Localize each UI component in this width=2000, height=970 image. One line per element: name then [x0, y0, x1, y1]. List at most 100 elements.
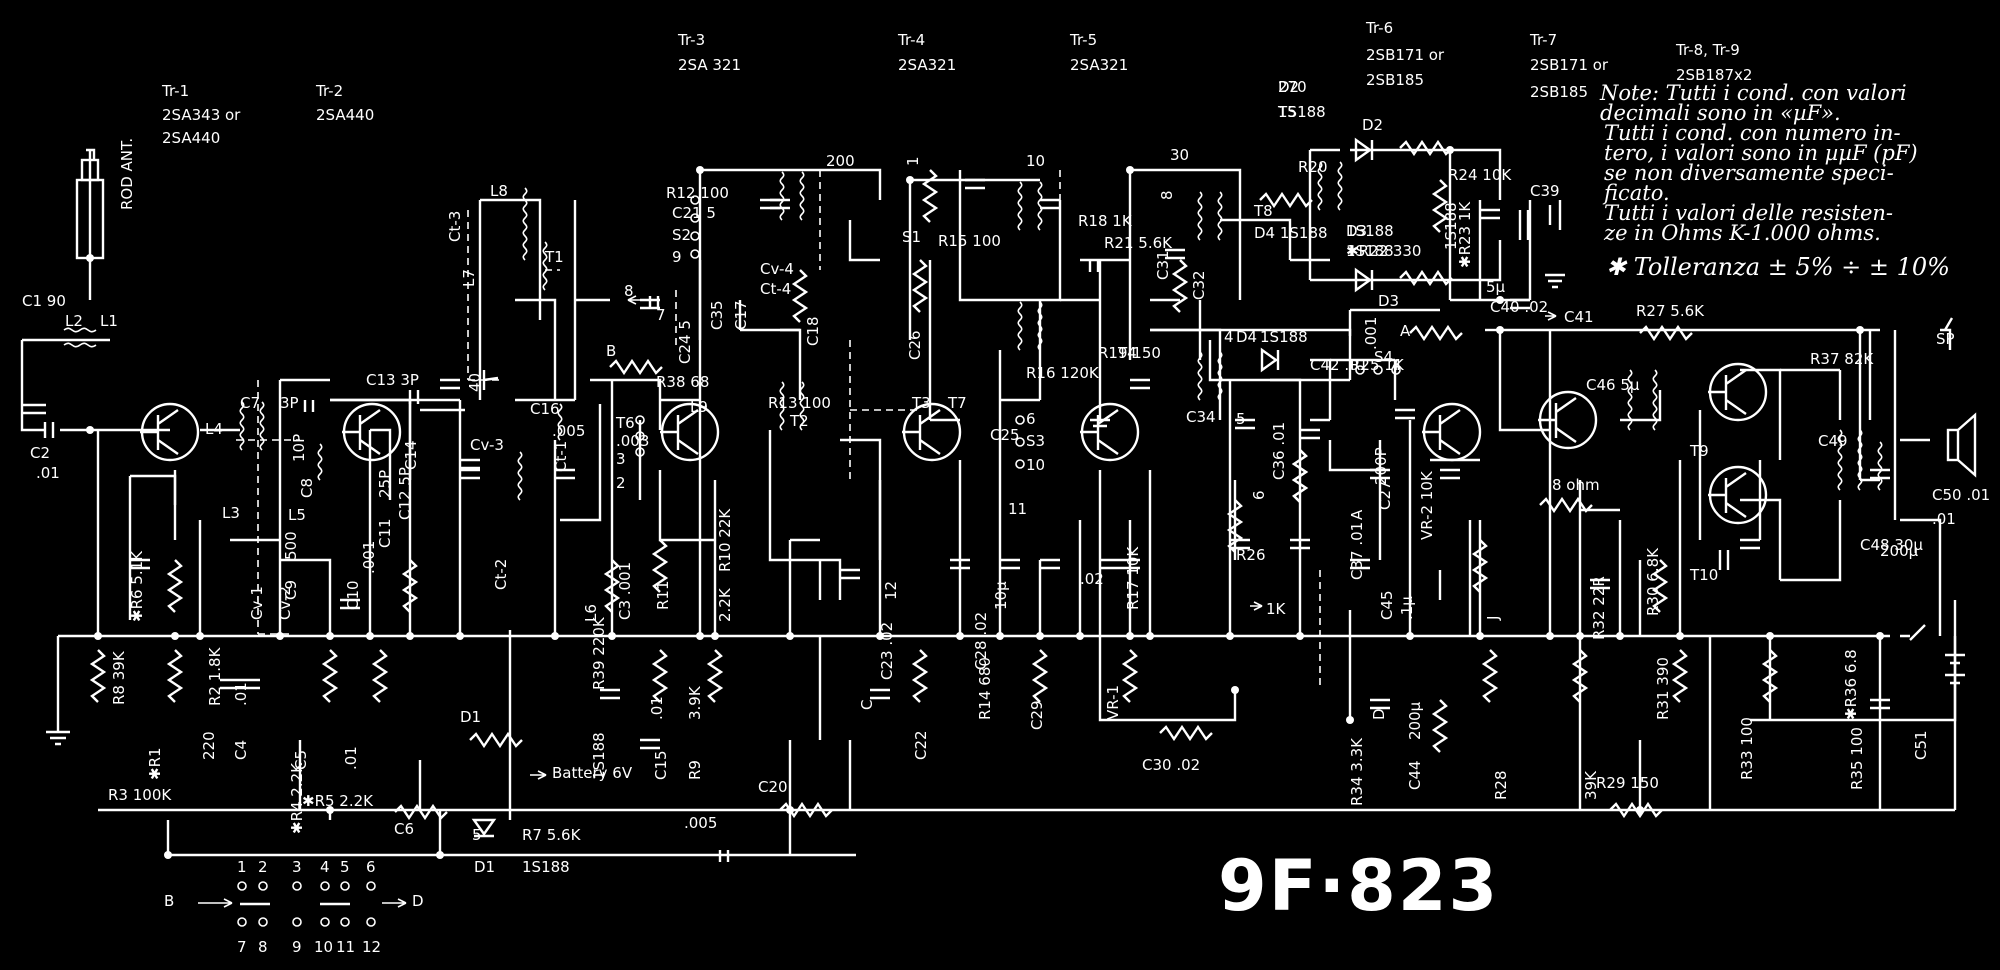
component-label: 3: [616, 450, 626, 468]
component-label: ✱R6 5.1K: [128, 550, 146, 622]
diode-name: D2: [1278, 78, 1299, 96]
diode-type: 1S188: [1278, 103, 1326, 121]
component-label: Cv-2: [276, 586, 294, 620]
component-label: C45: [1378, 590, 1396, 620]
component-label: ✱R4 2.2K: [288, 762, 306, 834]
transistor-name: Tr-2: [315, 82, 343, 100]
component-label: Ct-4: [760, 280, 791, 298]
component-label: 1S188: [1346, 222, 1394, 240]
component-label: T10: [1689, 566, 1718, 584]
component-label: 30: [1170, 146, 1189, 164]
note-line: ze in Ohms K-1.000 ohms.: [1603, 221, 1881, 245]
component-label: 25P: [376, 470, 394, 498]
junction-dots: [86, 146, 1884, 859]
wiring: [20, 148, 1957, 857]
component-label: C14: [402, 440, 420, 470]
transistor-name: Tr-7: [1529, 31, 1557, 49]
component-label: R13 100: [768, 394, 831, 412]
transistor-type: 2SB185: [1530, 83, 1588, 101]
switch-number: 4: [320, 858, 330, 876]
component-label: L2: [65, 312, 83, 330]
component-label: C20: [758, 778, 788, 796]
component-label: 10P: [290, 434, 308, 462]
component-label: R12 100: [666, 184, 729, 202]
transistor-name: Tr-8, Tr-9: [1675, 41, 1740, 59]
component-label: R17 10K: [1124, 546, 1142, 610]
component-label: D3: [1378, 292, 1399, 310]
diode-type: 1S188: [1260, 328, 1308, 346]
transistor-type: 2SA321: [1070, 56, 1128, 74]
component-label: T8: [1253, 202, 1273, 220]
component-label: C37 .01: [1348, 522, 1366, 580]
resistors: [89, 139, 1779, 821]
component-label: Ct-1: [552, 441, 570, 472]
component-label: VR-2 10K: [1418, 470, 1436, 540]
component-label: T9: [1689, 442, 1709, 460]
component-label: R2 1.8K: [206, 646, 224, 706]
component-label: T5: [1277, 103, 1297, 121]
component-label: 5: [1236, 410, 1246, 428]
component-label: C6: [394, 820, 414, 838]
component-label: .1µ: [1398, 596, 1416, 620]
component-label: C17: [732, 300, 750, 330]
component-label: R34 3.3K: [1348, 737, 1366, 806]
component-label: T1: [544, 248, 564, 266]
component-label: ROD ANT.: [118, 138, 136, 210]
component-label: C23 .02: [878, 622, 896, 680]
component-label: C50 .01: [1932, 486, 1990, 504]
component-label: 3P: [280, 394, 299, 412]
model-title: 9F·823: [1218, 845, 1499, 927]
component-label: R20: [1298, 158, 1328, 176]
component-label: Cv-1: [248, 586, 266, 620]
component-label: C3 .001: [616, 562, 634, 620]
component-label: L5: [288, 506, 306, 524]
component-label: 5: [472, 826, 482, 844]
switch-number: 11: [336, 938, 355, 956]
component-label: D4 1S188: [1254, 224, 1328, 242]
component-label: C4: [232, 740, 250, 760]
component-label: C40 .02: [1490, 298, 1548, 316]
note-line: se non diversamente speci-: [1604, 161, 1894, 185]
note-line: Note: Tutti i cond. con valori: [1599, 81, 1907, 105]
component-label: L3: [222, 504, 240, 522]
transistors: [140, 362, 1768, 525]
component-label: ✱R23 1K: [1456, 201, 1474, 268]
component-label: C15: [652, 750, 670, 780]
component-label: C34: [1186, 408, 1216, 426]
component-label: C49: [1818, 432, 1848, 450]
component-label: B: [606, 342, 616, 360]
diode-type: 1S188: [522, 858, 570, 876]
component-label: C: [858, 700, 876, 710]
component-label: .01: [232, 682, 250, 706]
component-label: L4: [205, 420, 223, 438]
component-label: ✱R1: [146, 747, 164, 780]
transistor-type: 2SA440: [162, 129, 220, 147]
band-arrows: [198, 295, 1557, 908]
component-label: T4: [1117, 344, 1137, 362]
component-label: D2: [1362, 116, 1383, 134]
component-label: C7: [240, 394, 260, 412]
component-label: SP: [1936, 330, 1955, 348]
component-label: VR-1: [1104, 685, 1122, 720]
component-label: C51: [1912, 730, 1930, 760]
component-label: .005: [552, 422, 585, 440]
note-line: Tutti i valori delle resisten-: [1604, 201, 1893, 225]
switch-number: 2: [258, 858, 268, 876]
component-label: 200: [826, 152, 855, 170]
component-label: .001: [360, 541, 378, 574]
note-line: decimali sono in «µF».: [1600, 101, 1841, 125]
component-label: 39K: [1582, 770, 1600, 800]
component-label: S2: [672, 226, 691, 244]
switch-number: 9: [292, 938, 302, 956]
component-label: 10µ: [992, 581, 1010, 610]
diode-labels: D2 1S188 D3 1S188 D4 1S188 D1 1S188: [474, 78, 1394, 876]
component-label: R37 82K: [1810, 350, 1874, 368]
switch-number: 5: [340, 858, 350, 876]
transistor-type: 2SB171 or: [1530, 56, 1609, 74]
component-label: C48 30µ: [1860, 536, 1923, 554]
component-label: .01: [1932, 510, 1956, 528]
diode-type: 1S188: [1346, 242, 1394, 260]
capacitors: [22, 178, 1890, 862]
transistor-type: 2SB185: [1366, 71, 1424, 89]
transistor-type: 2SA440: [316, 106, 374, 124]
